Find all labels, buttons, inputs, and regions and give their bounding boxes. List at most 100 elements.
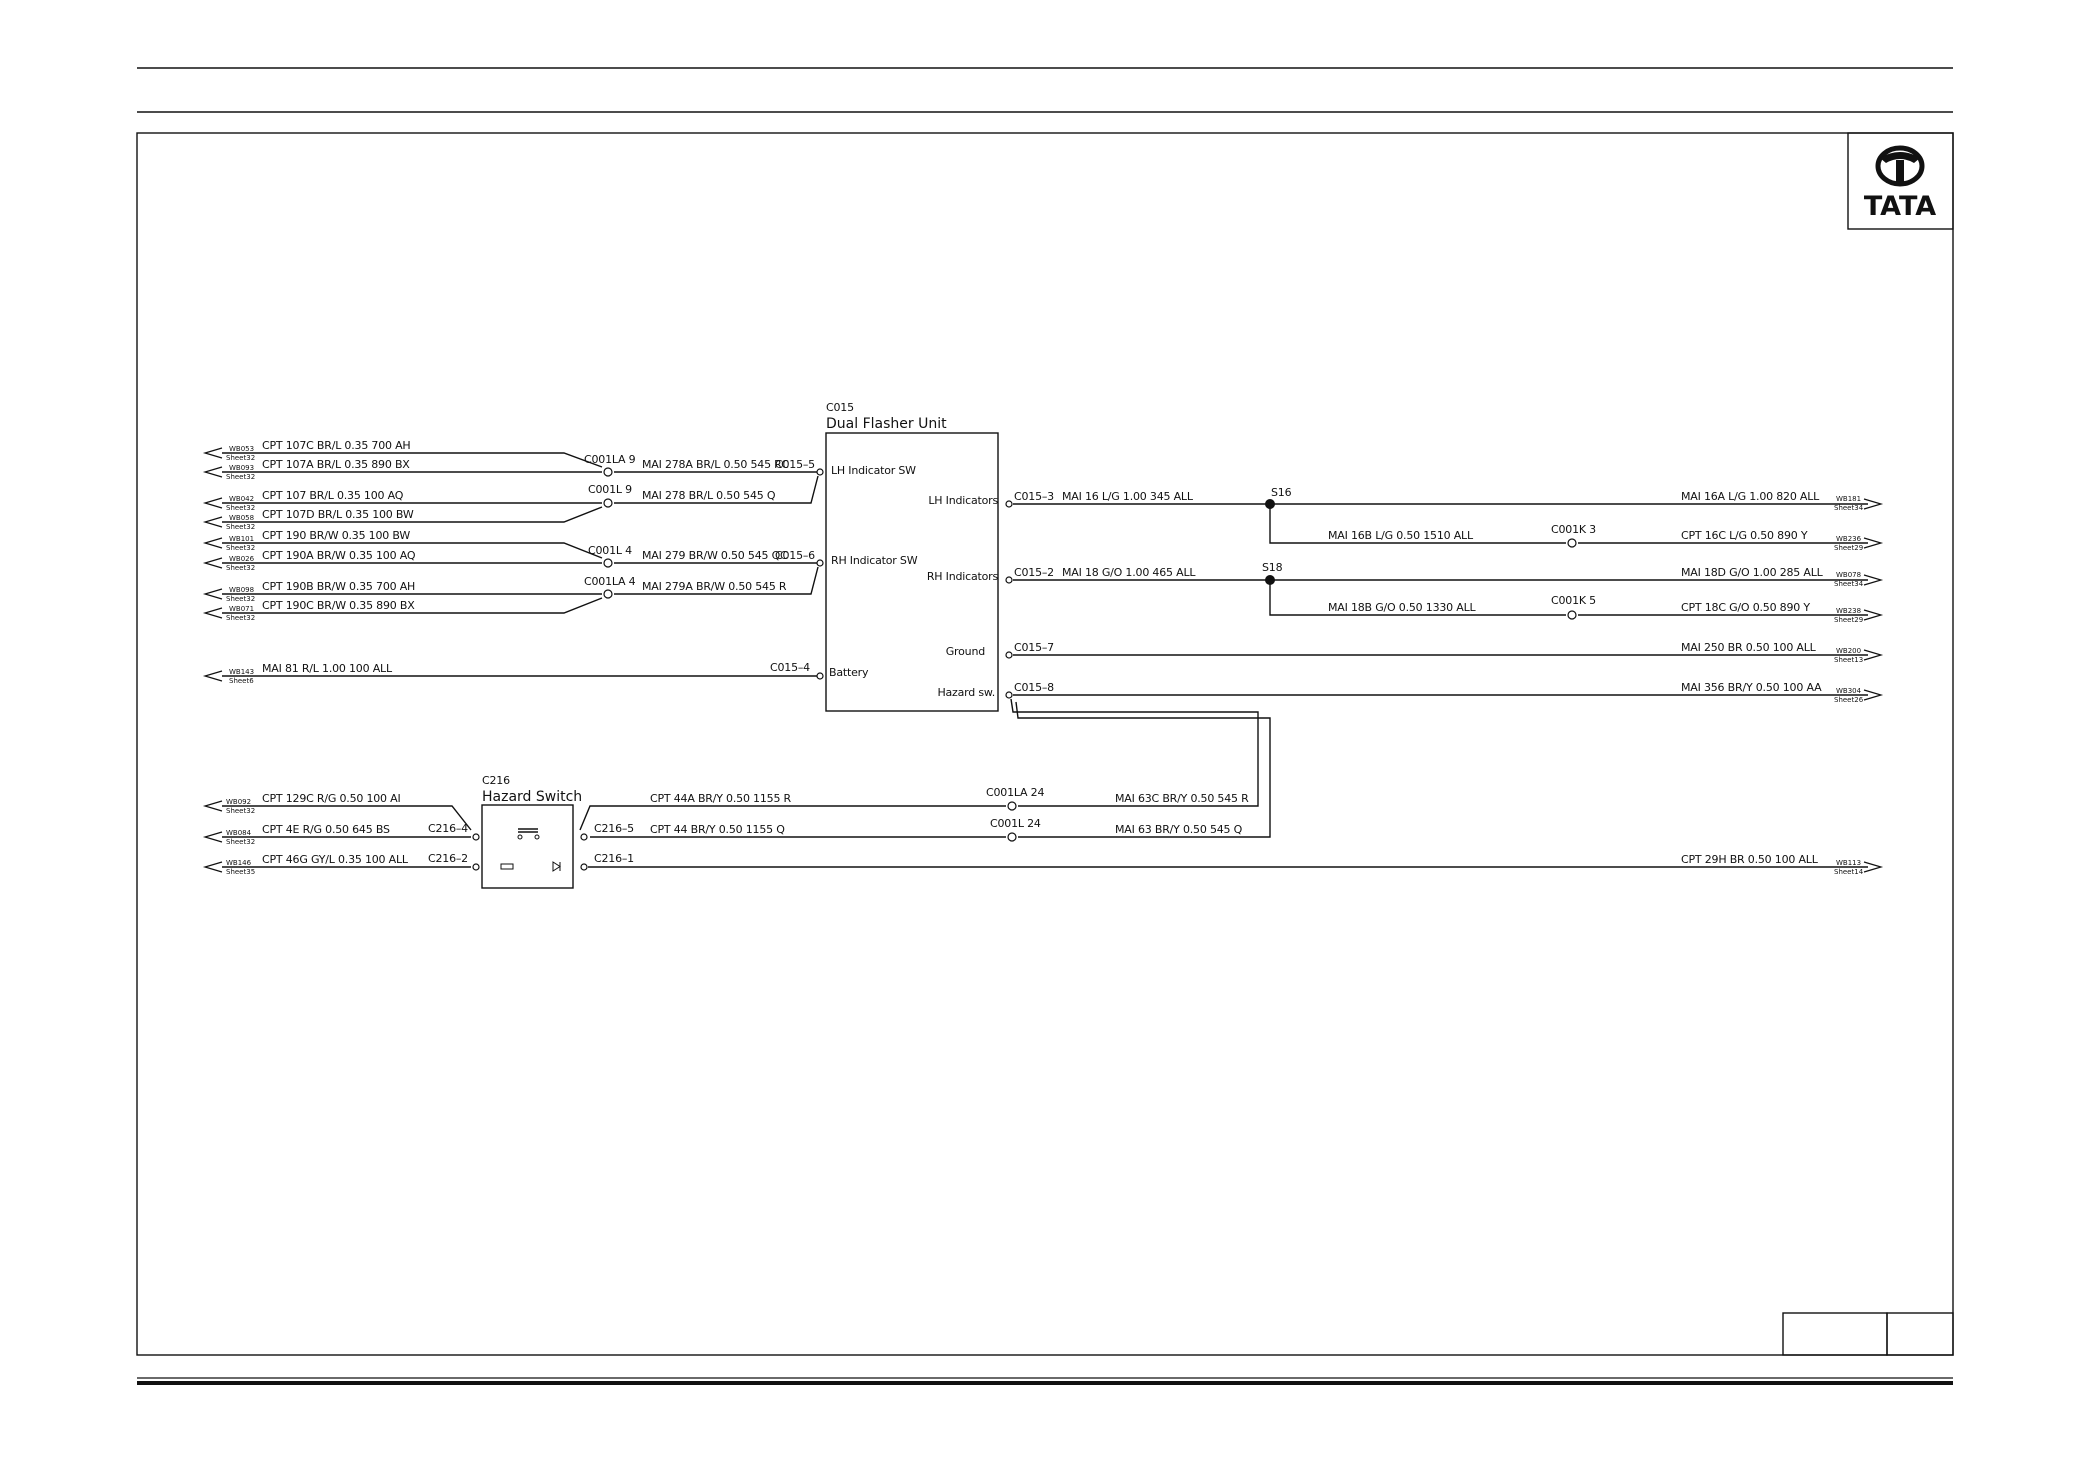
wire-label: MAI 16A L/G 1.00 820 ALL bbox=[1681, 490, 1820, 503]
offsheet-sheet: Sheet13 bbox=[1834, 656, 1863, 664]
tata-emblem-icon bbox=[1875, 145, 1925, 187]
offsheet-sheet: Sheet34 bbox=[1834, 580, 1864, 588]
splice-s16-dot bbox=[1265, 499, 1275, 509]
connector-label: C216–5 bbox=[594, 822, 634, 835]
offsheet-ref: WB026 bbox=[229, 555, 255, 563]
hazard-switch-box bbox=[481, 804, 574, 889]
offsheet-sheet: Sheet35 bbox=[226, 868, 255, 876]
drawing-frame bbox=[136, 132, 1954, 1356]
wire-label: MAI 279A BR/W 0.50 545 R bbox=[642, 580, 787, 593]
offsheet-ref: WB146 bbox=[226, 859, 252, 867]
connector-label: C001LA 24 bbox=[986, 786, 1044, 799]
connector-label: C001L 9 bbox=[588, 483, 632, 496]
offsheet-sheet: Sheet26 bbox=[1834, 696, 1864, 704]
wire-label: MAI 63 BR/Y 0.50 545 Q bbox=[1115, 823, 1243, 836]
wire-label: MAI 16B L/G 0.50 1510 ALL bbox=[1328, 529, 1474, 542]
offsheet-ref: WB113 bbox=[1836, 859, 1861, 867]
connector-label: C001L 4 bbox=[588, 544, 632, 557]
connector-label: C216–1 bbox=[594, 852, 634, 865]
connector-label: C001K 5 bbox=[1551, 594, 1596, 607]
wire-label: CPT 18C G/O 0.50 890 Y bbox=[1681, 601, 1810, 614]
wire-label: MAI 278A BR/L 0.50 545 RC bbox=[642, 458, 789, 471]
offsheet-ref: WB098 bbox=[229, 586, 254, 594]
wire-label: CPT 190 BR/W 0.35 100 BW bbox=[262, 529, 410, 542]
wire-label: MAI 278 BR/L 0.50 545 Q bbox=[642, 489, 776, 502]
left-offsheet-arrows bbox=[202, 447, 223, 873]
connector-label: C015–3 bbox=[1014, 490, 1054, 503]
offsheet-ref: WB053 bbox=[229, 445, 254, 453]
offsheet-ref: WB084 bbox=[226, 829, 252, 837]
connector-label: C001LA 4 bbox=[584, 575, 636, 588]
c015-pin-hazard: Hazard sw. bbox=[937, 686, 995, 699]
offsheet-sheet: Sheet32 bbox=[226, 504, 255, 512]
connector-label: C015–6 bbox=[775, 549, 815, 562]
wire-label: MAI 356 BR/Y 0.50 100 AA bbox=[1681, 681, 1822, 694]
wire-label: CPT 190A BR/W 0.35 100 AQ bbox=[262, 549, 416, 562]
title-block-cell-2 bbox=[1886, 1312, 1954, 1356]
offsheet-sheet: Sheet29 bbox=[1834, 616, 1863, 624]
offsheet-sheet: Sheet6 bbox=[229, 677, 254, 685]
offsheet-sheet: Sheet29 bbox=[1834, 544, 1863, 552]
wire-label: CPT 129C R/G 0.50 100 AI bbox=[262, 792, 401, 805]
wire-label: CPT 107 BR/L 0.35 100 AQ bbox=[262, 489, 404, 502]
offsheet-ref: WB078 bbox=[1836, 571, 1861, 579]
connector-label: C001L 24 bbox=[990, 817, 1041, 830]
c015-pin-lh-indicators: LH Indicators bbox=[928, 494, 998, 507]
connector-label: C216–4 bbox=[428, 822, 468, 835]
wire-label: CPT 190C BR/W 0.35 890 BX bbox=[262, 599, 415, 612]
wire-label: CPT 44 BR/Y 0.50 1155 Q bbox=[650, 823, 785, 836]
wire-label: MAI 250 BR 0.50 100 ALL bbox=[1681, 641, 1817, 654]
offsheet-ref: WB071 bbox=[229, 605, 254, 613]
offsheet-sheet: Sheet32 bbox=[226, 544, 255, 552]
wire-label: CPT 107D BR/L 0.35 100 BW bbox=[262, 508, 414, 521]
offsheet-ref: WB238 bbox=[1836, 607, 1861, 615]
offsheet-ref: WB093 bbox=[229, 464, 254, 472]
offsheet-ref: WB181 bbox=[1836, 495, 1861, 503]
wire-label: CPT 107C BR/L 0.35 700 AH bbox=[262, 439, 411, 452]
offsheet-sheet: Sheet34 bbox=[1834, 504, 1864, 512]
offsheet-sheet: Sheet14 bbox=[1834, 868, 1864, 876]
offsheet-sheet: Sheet32 bbox=[226, 614, 255, 622]
splice-label-s16: S16 bbox=[1271, 486, 1292, 499]
connector-label: C015–4 bbox=[770, 661, 810, 674]
offsheet-sheet: Sheet32 bbox=[226, 807, 255, 815]
connector-label: C015–2 bbox=[1014, 566, 1054, 579]
offsheet-ref: WB200 bbox=[1836, 647, 1861, 655]
c216-id: C216 bbox=[482, 774, 510, 787]
offsheet-ref: WB236 bbox=[1836, 535, 1862, 543]
offsheet-sheet: Sheet32 bbox=[226, 595, 255, 603]
offsheet-sheet: Sheet32 bbox=[226, 454, 255, 462]
wire-label: CPT 16C L/G 0.50 890 Y bbox=[1681, 529, 1808, 542]
wire-label: MAI 63C BR/Y 0.50 545 R bbox=[1115, 792, 1249, 805]
c015-pin-ground: Ground bbox=[946, 645, 985, 658]
right-offsheet-arrows bbox=[1863, 498, 1884, 873]
wire-label: MAI 18D G/O 1.00 285 ALL bbox=[1681, 566, 1824, 579]
tata-logo: TATA bbox=[1847, 132, 1954, 230]
offsheet-ref: WB092 bbox=[226, 798, 251, 806]
connector-label: C001K 3 bbox=[1551, 523, 1596, 536]
offsheet-sheet: Sheet32 bbox=[226, 523, 255, 531]
wire-label: CPT 46G GY/L 0.35 100 ALL bbox=[262, 853, 409, 866]
offsheet-sheet: Sheet32 bbox=[226, 564, 255, 572]
offsheet-ref: WB058 bbox=[229, 514, 254, 522]
connector-terminals bbox=[472, 467, 1577, 871]
offsheet-ref: WB304 bbox=[1836, 687, 1862, 695]
offsheet-ref: WB042 bbox=[229, 495, 254, 503]
connector-label: C001LA 9 bbox=[584, 453, 636, 466]
connector-label: C216–2 bbox=[428, 852, 468, 865]
wire-label: MAI 18 G/O 1.00 465 ALL bbox=[1062, 566, 1196, 579]
c015-name: Dual Flasher Unit bbox=[826, 416, 947, 432]
c015-id: C015 bbox=[826, 401, 854, 414]
c015-pin-rh-sw: RH Indicator SW bbox=[831, 554, 918, 567]
wire-label: CPT 29H BR 0.50 100 ALL bbox=[1681, 853, 1819, 866]
wire-label: CPT 4E R/G 0.50 645 BS bbox=[262, 823, 390, 836]
wires bbox=[222, 452, 1868, 868]
splice-label-s18: S18 bbox=[1262, 561, 1283, 574]
c015-pin-battery: Battery bbox=[829, 666, 869, 679]
wire-label: MAI 16 L/G 1.00 345 ALL bbox=[1062, 490, 1194, 503]
dual-flasher-unit-box bbox=[825, 432, 999, 712]
logo-text: TATA bbox=[1864, 191, 1936, 222]
c015-pin-rh-indicators: RH Indicators bbox=[927, 570, 999, 583]
c216-name: Hazard Switch bbox=[482, 789, 582, 805]
